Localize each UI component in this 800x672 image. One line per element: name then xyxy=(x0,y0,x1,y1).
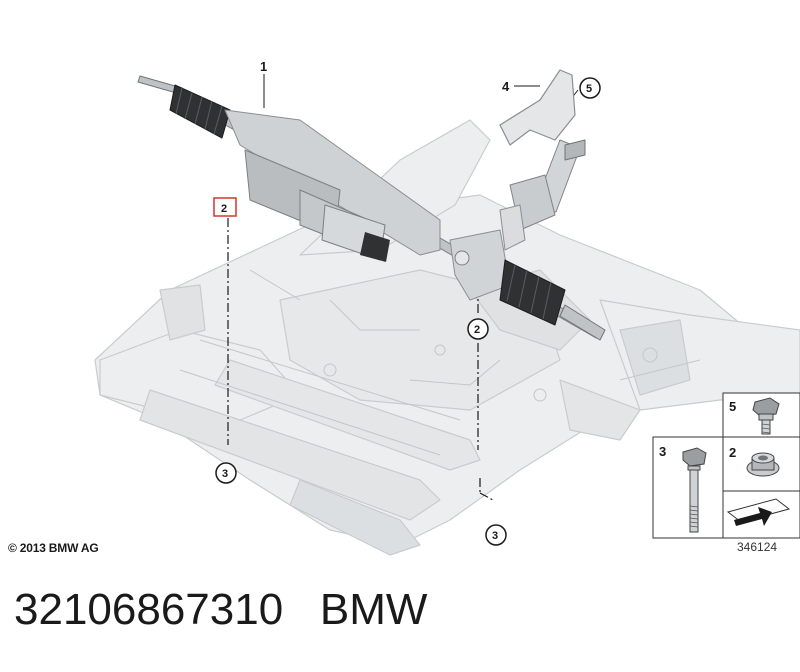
part-number: 32106867310 xyxy=(14,585,284,634)
copyright-notice: © 2013 BMW AG xyxy=(8,541,99,555)
diagram-id: 346124 xyxy=(737,540,778,554)
washer-nut-icon xyxy=(746,452,780,477)
part-caption: 32106867310 BMW xyxy=(14,585,427,635)
brand-name: BMW xyxy=(319,585,428,634)
callout-4: 4 xyxy=(502,79,510,94)
steering-shaft xyxy=(499,139,586,251)
callout-3-right: 3 xyxy=(492,530,498,542)
callouts: 1 2 2 3 3 4 5 xyxy=(213,59,601,546)
solid-leaders xyxy=(263,74,579,108)
callout-1: 1 xyxy=(260,59,267,74)
arrow-direction-icon xyxy=(726,498,791,526)
callout-3-left: 3 xyxy=(222,468,228,480)
callout-2-left: 2 xyxy=(221,203,227,215)
long-bolt-icon xyxy=(682,447,707,533)
legend-label-2: 2 xyxy=(729,445,736,460)
steering-rack xyxy=(137,75,606,341)
callout-2-right: 2 xyxy=(474,324,480,336)
front-subframe xyxy=(94,119,800,556)
bolt-icon xyxy=(752,397,780,435)
heat-shield xyxy=(499,69,576,146)
callout-5: 5 xyxy=(586,83,592,95)
subframe-details xyxy=(179,269,701,456)
legend-label-5: 5 xyxy=(729,399,736,414)
callout-2-highlight xyxy=(213,197,237,217)
legend-label-3: 3 xyxy=(659,444,666,459)
parts-legend: 5 3 2 xyxy=(652,392,800,539)
